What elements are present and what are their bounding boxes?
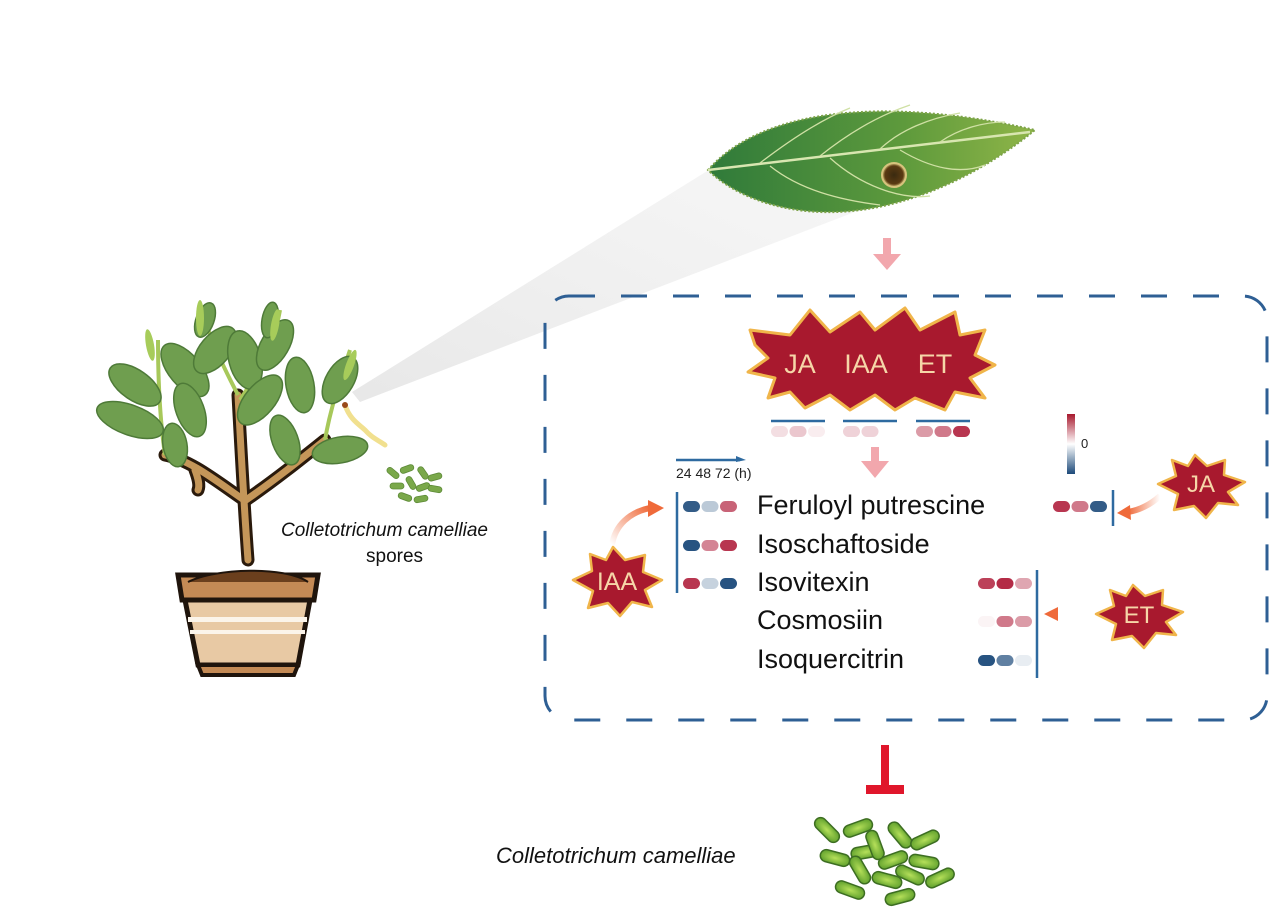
et-arrowhead-icon [1044, 607, 1058, 621]
hormone-heat-cell [861, 426, 879, 437]
flow-arrow-down-2 [861, 447, 889, 478]
metabolite-heatmap [683, 501, 1107, 666]
iaa-heat-cell [683, 501, 700, 512]
spore-cell-icon [925, 867, 955, 889]
pathogen-label: Colletotrichum camelliae [496, 843, 736, 868]
hormone-heat-cell [953, 426, 970, 437]
ja-heat-cell [1053, 501, 1070, 512]
hormone-starburst-jasmonic-auxin-ethylene: JA IAA ET [746, 306, 997, 412]
metabolite-label: Cosmosiin [757, 605, 884, 635]
starburst-label-et: ET [918, 349, 953, 379]
iaa-heat-cell [701, 578, 719, 589]
flow-arrow-down-1 [873, 238, 901, 270]
hormone-heat-cell [916, 426, 933, 437]
iaa-heat-cell [683, 578, 700, 589]
ja-heat-cell [1090, 501, 1107, 512]
spore-cell-icon [813, 816, 841, 844]
spore-cell-icon [908, 853, 940, 871]
infected-leaf-illustration [706, 104, 1038, 214]
spore-cell-icon [834, 880, 866, 900]
pathogen-spores-cluster-icon [813, 816, 955, 907]
spore-cell-icon [842, 818, 874, 838]
hormone-level-heatmap [771, 419, 970, 437]
hormone-heat-cell [843, 426, 860, 437]
et-heat-cell [978, 655, 995, 666]
et-heat-cell [1015, 578, 1032, 589]
et-heat-cell [996, 578, 1014, 589]
ja-starburst-label: JA [1187, 471, 1215, 498]
iaa-heat-cell [701, 540, 719, 551]
starburst-label-iaa: IAA [844, 349, 888, 379]
ja-heat-cell [1071, 501, 1089, 512]
metabolite-label: Isovitexin [757, 567, 870, 597]
lesion-spot-icon [881, 162, 907, 188]
spore-cell-icon [895, 864, 925, 886]
plant-spore-species-label: Colletotrichum camelliae [281, 520, 488, 541]
timepoint-axis: 24 48 72 (h) [676, 456, 752, 481]
et-starburst-label: ET [1124, 602, 1155, 629]
hormone-heat-cell [771, 426, 788, 437]
magnification-beam [352, 168, 860, 402]
timepoint-label: 24 48 72 (h) [676, 465, 752, 481]
starburst-label-ja: JA [784, 349, 816, 379]
et-heat-cell [978, 616, 995, 627]
hormone-heat-cell [808, 426, 825, 437]
et-heat-cell [996, 616, 1014, 627]
metabolite-label: Isoschaftoside [757, 529, 930, 559]
iaa-heat-cell [720, 578, 737, 589]
ja-starburst: JA [1156, 453, 1247, 520]
metabolite-label: Isoquercitrin [757, 644, 905, 674]
iaa-heat-cell [720, 540, 737, 551]
et-heat-cell [1015, 616, 1032, 627]
hormone-heat-cell [934, 426, 952, 437]
metabolite-panel-dashed-box [543, 294, 1269, 722]
iaa-activation-arrow [609, 505, 651, 546]
iaa-starburst-label: IAA [597, 568, 638, 596]
spore-cell-icon [865, 829, 885, 861]
spore-cell-icon [877, 850, 909, 870]
spore-cell-icon [848, 855, 872, 885]
color-scale-bar: 0 [1067, 414, 1088, 474]
et-heat-cell [996, 655, 1014, 666]
inhibition-symbol-icon [866, 745, 904, 794]
plant-spore-suffix-label: spores [366, 546, 424, 567]
et-heat-cell [1015, 655, 1032, 666]
spores-cluster-small-icon [386, 464, 443, 504]
et-starburst: ET [1094, 583, 1185, 650]
metabolite-label: Feruloyl putrescine [757, 490, 986, 520]
spore-cell-icon [884, 887, 916, 907]
spore-cell-icon [887, 821, 913, 849]
potted-tea-plant-illustration [95, 300, 388, 677]
iaa-arrowhead-icon [648, 500, 664, 517]
ja-arrowhead-icon [1117, 505, 1131, 520]
iaa-starburst: IAA [571, 545, 664, 618]
iaa-heat-cell [701, 501, 719, 512]
iaa-heat-cell [683, 540, 700, 551]
ja-activation-arrow [1127, 493, 1163, 515]
iaa-heat-cell [720, 501, 737, 512]
spore-cell-icon [819, 848, 851, 868]
spore-cell-icon [871, 870, 903, 890]
spore-cell-icon [910, 829, 940, 851]
hormone-heat-cell [789, 426, 807, 437]
et-heat-cell [978, 578, 995, 589]
color-scale-zero-label: 0 [1081, 436, 1088, 451]
